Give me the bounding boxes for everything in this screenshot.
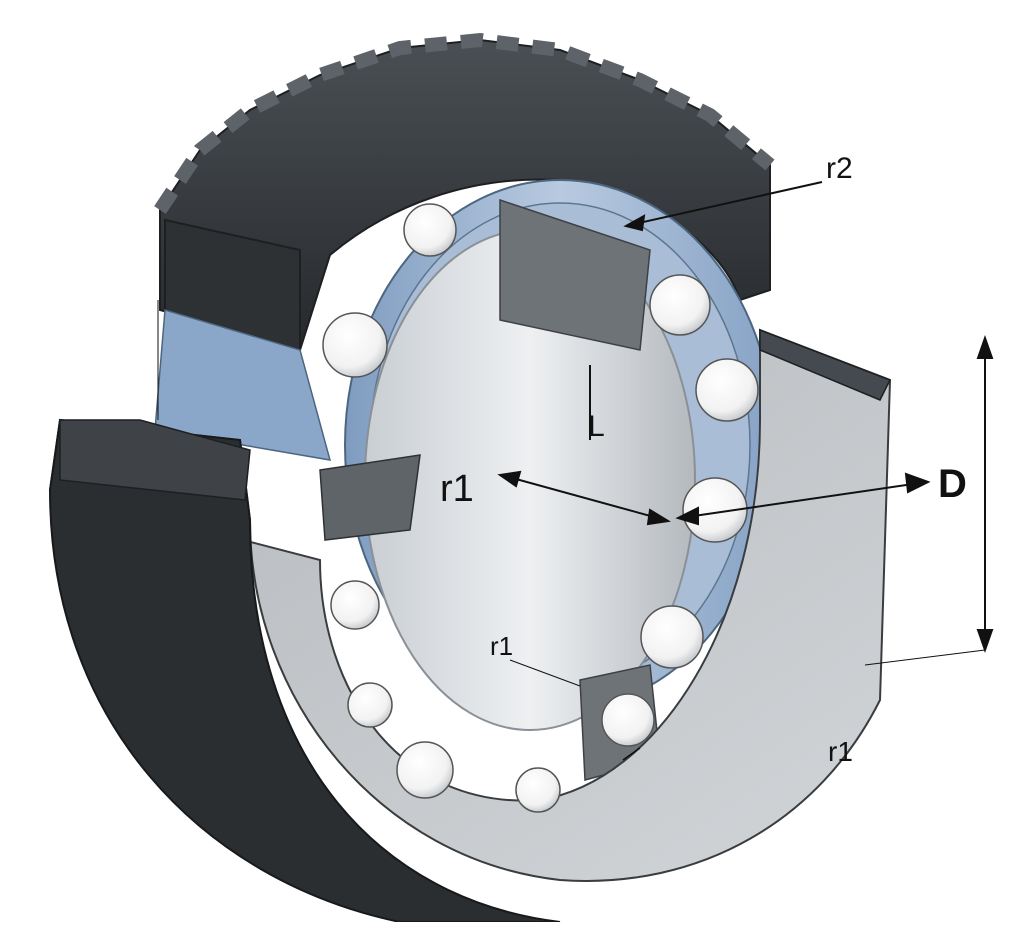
ball-icon (601, 693, 655, 747)
ball-icon (403, 203, 457, 257)
balls (322, 203, 759, 813)
ball-icon (695, 358, 759, 422)
r1-inner-leader (509, 659, 581, 687)
ball-icon (330, 580, 380, 630)
label-D: D (938, 462, 967, 506)
label-L: L (588, 410, 605, 443)
D-dimension-line (679, 482, 921, 519)
label-r2: r2 (826, 152, 853, 185)
r1-outer-leader (622, 747, 641, 761)
label-r1-main: r1 (440, 468, 474, 510)
ball-icon (396, 741, 454, 799)
ball-icon (322, 312, 388, 378)
r1-dimension-line (504, 475, 666, 521)
label-r1-outer: r1 (828, 736, 853, 767)
ball-icon (682, 477, 748, 543)
r2-leader (629, 181, 823, 226)
gear-teeth (154, 32, 775, 352)
label-r1-inner: r1 (490, 631, 514, 661)
ball-icon (515, 767, 561, 813)
ball-icon (347, 682, 393, 728)
ball-icon (649, 274, 711, 336)
height-extension-line (864, 649, 986, 666)
outer-housing (48, 328, 892, 923)
ball-icon (640, 605, 704, 669)
dimension-lines (157, 181, 994, 761)
